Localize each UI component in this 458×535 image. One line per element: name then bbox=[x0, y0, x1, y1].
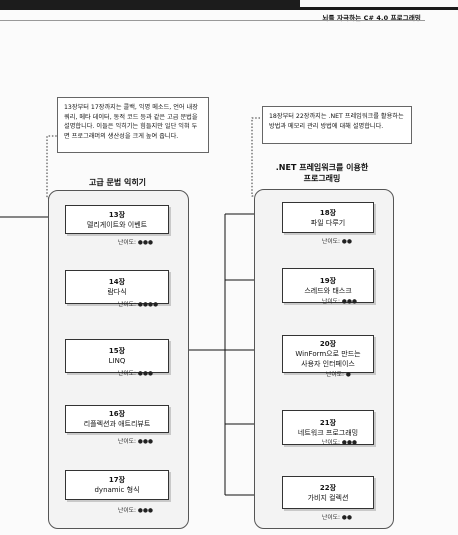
chapter-20-difficulty: 난이도: ● bbox=[326, 372, 351, 378]
header-rule bbox=[0, 20, 425, 21]
right-group-title-line1: .NET 프레임워크를 이용한 bbox=[275, 163, 369, 172]
chapter-number: 15장 bbox=[108, 347, 126, 355]
note-advanced-syntax: 13장부터 17장까지는 콜백, 익명 메소드, 언어 내장 쿼리, 메타 데이… bbox=[57, 97, 209, 153]
chapter-22-box: 22장 가비지 컬렉션 bbox=[282, 476, 374, 509]
chapter-19-difficulty: 난이도: ●●● bbox=[322, 299, 357, 305]
chapter-title: 파일 다루기 bbox=[310, 218, 346, 227]
chapter-number: 17장 bbox=[108, 476, 126, 484]
chapter-title: WinForm으로 만드는 bbox=[295, 350, 361, 358]
chapter-19-box: 19장 스레드와 태스크 bbox=[282, 268, 374, 303]
chapter-14-difficulty: 난이도: ●●●● bbox=[118, 302, 159, 308]
chapter-title: 스레드와 태스크 bbox=[304, 286, 352, 295]
chapter-20-box: 20장 WinForm으로 만드는 사용자 인터페이스 bbox=[282, 335, 374, 373]
chapter-16-box: 16장 리플렉션과 애트리뷰트 bbox=[65, 405, 169, 433]
left-group-title: 고급 문법 익히기 bbox=[88, 178, 147, 187]
chapter-17-difficulty: 난이도: ●●● bbox=[118, 508, 153, 514]
chapter-21-box: 21장 네트워크 프로그래밍 bbox=[282, 410, 374, 445]
chapter-number: 19장 bbox=[319, 276, 337, 285]
chapter-number: 20장 bbox=[319, 340, 337, 348]
chapter-14-box: 14장 람다식 bbox=[65, 270, 169, 304]
book-header: 뇌를 자극하는 C# 4.0 프로그래밍 bbox=[322, 14, 421, 22]
top-bar-gap bbox=[300, 0, 458, 7]
chapter-15-difficulty: 난이도: ●●● bbox=[118, 371, 153, 377]
top-bar bbox=[0, 0, 458, 10]
chapter-number: 14장 bbox=[108, 278, 126, 286]
chapter-number: 13장 bbox=[108, 210, 126, 219]
chapter-17-box: 17장 dynamic 형식 bbox=[65, 470, 169, 500]
chapter-title: 네트워크 프로그래밍 bbox=[297, 428, 359, 437]
chapter-title: LINQ bbox=[108, 357, 126, 365]
chapter-16-difficulty: 난이도: ●●● bbox=[118, 439, 153, 445]
chapter-title: 람다식 bbox=[107, 288, 127, 296]
chapter-title: 가비지 컬렉션 bbox=[307, 493, 349, 502]
chapter-number: 21장 bbox=[319, 418, 337, 427]
chapter-title: 리플렉션과 애트리뷰트 bbox=[83, 420, 151, 428]
chapter-number: 18장 bbox=[319, 208, 337, 217]
chapter-title: dynamic 형식 bbox=[94, 486, 140, 494]
chapter-title-line2: 사용자 인터페이스 bbox=[301, 360, 355, 368]
note-dotnet-framework: 18장부터 22장까지는 .NET 프레임워크를 활용하는 방법과 메모리 관리… bbox=[262, 106, 412, 144]
right-group-title-line2: 프로그래밍 bbox=[303, 174, 341, 183]
chapter-18-box: 18장 파일 다루기 bbox=[282, 202, 374, 233]
chapter-number: 16장 bbox=[108, 410, 126, 418]
chapter-15-box: 15장 LINQ bbox=[65, 339, 169, 373]
chapter-18-difficulty: 난이도: ●● bbox=[322, 239, 352, 245]
chapter-22-difficulty: 난이도: ●● bbox=[322, 515, 352, 521]
chapter-number: 22장 bbox=[319, 483, 337, 492]
chapter-title: 델리게이트와 이벤트 bbox=[86, 220, 148, 229]
chapter-21-difficulty: 난이도: ●●● bbox=[322, 440, 357, 446]
chapter-13-difficulty: 난이도: ●●● bbox=[118, 240, 153, 246]
chapter-13-box: 13장 델리게이트와 이벤트 bbox=[65, 205, 169, 234]
